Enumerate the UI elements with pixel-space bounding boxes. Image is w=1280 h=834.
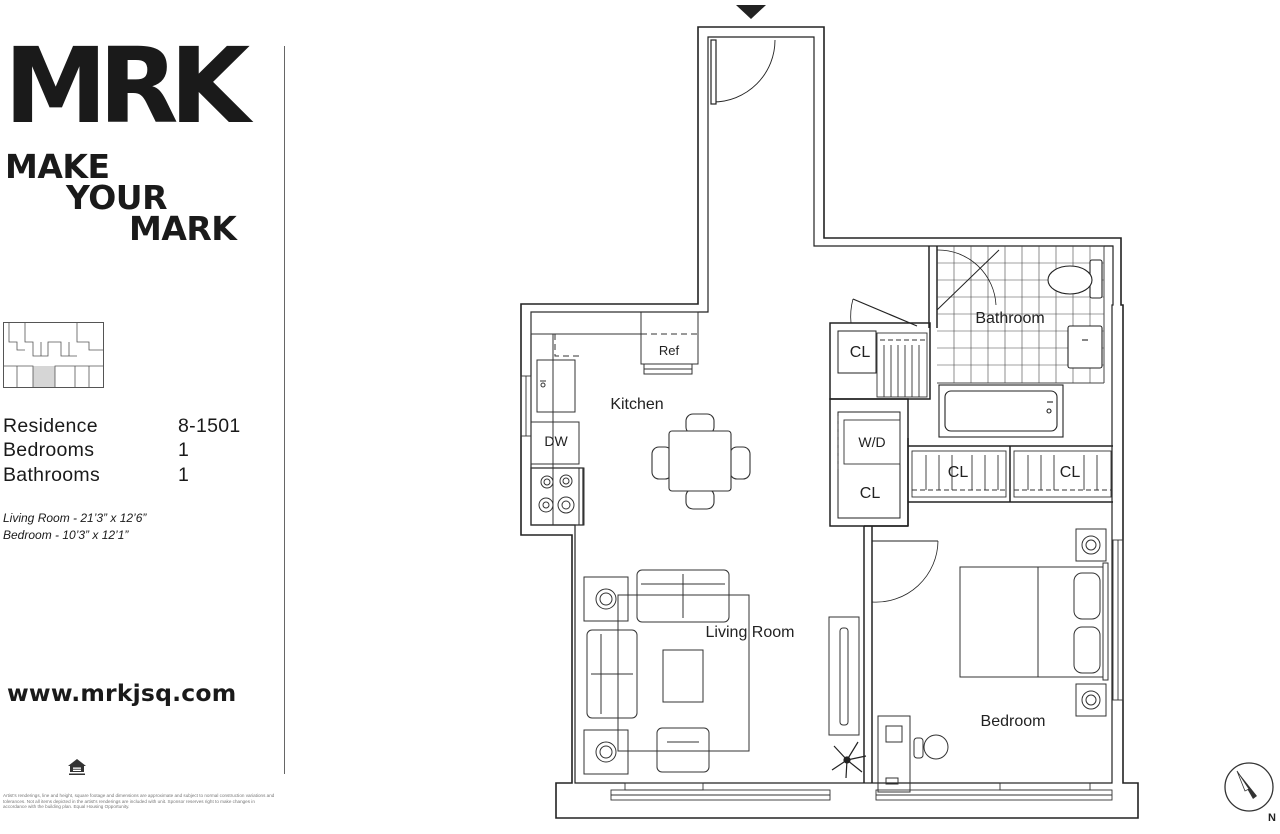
spec-bedrooms-value: 1 [178,439,190,461]
spec-bedrooms-label: Bedrooms [3,439,95,461]
bedroom-furniture [877,528,1109,793]
sidebar-divider [284,46,285,774]
key-plan [3,322,104,388]
brand-logo: MRK [4,25,250,147]
plant-icon [831,741,867,779]
bathroom-fixtures-solid [938,245,1113,438]
room-label-bedroom: Bedroom [981,713,1046,730]
legal-disclaimer: Artist's renderings, line and height, sq… [3,793,275,810]
spec-bathrooms-label: Bathrooms [3,464,100,486]
fixture-ref-label: Ref [659,343,680,358]
closet-label-bedroom-1: CL [948,464,969,481]
tagline-line-1: MAKE [5,147,110,186]
fixture-wd-label: W/D [858,434,885,450]
bedroom-door [871,540,939,603]
fixture-dw-label: DW [544,433,568,449]
room-label-kitchen: Kitchen [610,396,663,413]
bedroom-dimension: Bedroom - 10’3” x 12’1” [3,528,129,542]
spec-residence-value: 8-1501 [178,415,241,437]
tagline-line-2: YOUR [66,178,167,217]
closet-label-entry: CL [850,344,871,361]
sidebar: MRK MAKE YOUR MARK Residence 8-1501 Bedr… [0,0,290,834]
interior-walls [829,246,1113,783]
equal-housing-icon [68,759,86,775]
room-label-living-room: Living Room [706,624,795,641]
closets [837,332,1112,498]
entry-arrow-icon [736,5,766,19]
spec-bathrooms-value: 1 [178,464,190,486]
tagline-line-3: MARK [129,209,237,248]
room-label-bathroom: Bathroom [975,310,1044,327]
closet-label-bedroom-2: CL [1060,464,1081,481]
dining-table [651,413,751,510]
key-plan-highlight [33,366,55,387]
spec-residence-label: Residence [3,415,98,437]
closet-label-laundry: CL [860,485,881,502]
living-room-furniture [583,569,860,775]
compass-icon: N [1224,762,1276,824]
compass-north-label: N [1268,812,1276,824]
windows [520,375,1124,801]
entry-door [710,39,776,105]
kitchen-counters [530,311,699,526]
bathroom-door [850,249,1000,327]
website-link[interactable]: www.mrkjsq.com [7,679,237,707]
living-room-dimension: Living Room - 21’3” x 12’6” [3,511,147,525]
